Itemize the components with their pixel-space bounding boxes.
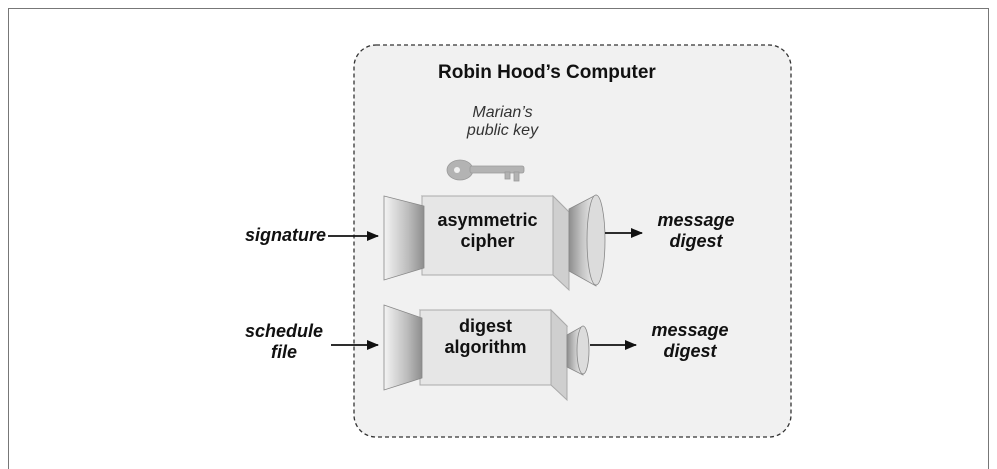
key-label: Marian’s public key — [466, 104, 539, 140]
cipher-label: asymmetric cipher — [437, 210, 538, 251]
schedule-file-label: schedule file — [244, 321, 324, 362]
asymmetric-cipher-block — [383, 194, 606, 292]
digest-algorithm-block — [383, 304, 590, 402]
key-icon — [446, 159, 525, 182]
figure-frame — [8, 8, 989, 469]
cipher-input-funnel — [383, 195, 425, 281]
digest-input-funnel — [383, 304, 423, 391]
digest-output-label: message digest — [651, 320, 729, 361]
signature-label: signature — [244, 225, 326, 245]
cipher-output-label: message digest — [657, 210, 735, 251]
digest-label: digest algorithm — [444, 316, 527, 357]
computer-title: Robin Hood’s Computer — [438, 62, 656, 83]
